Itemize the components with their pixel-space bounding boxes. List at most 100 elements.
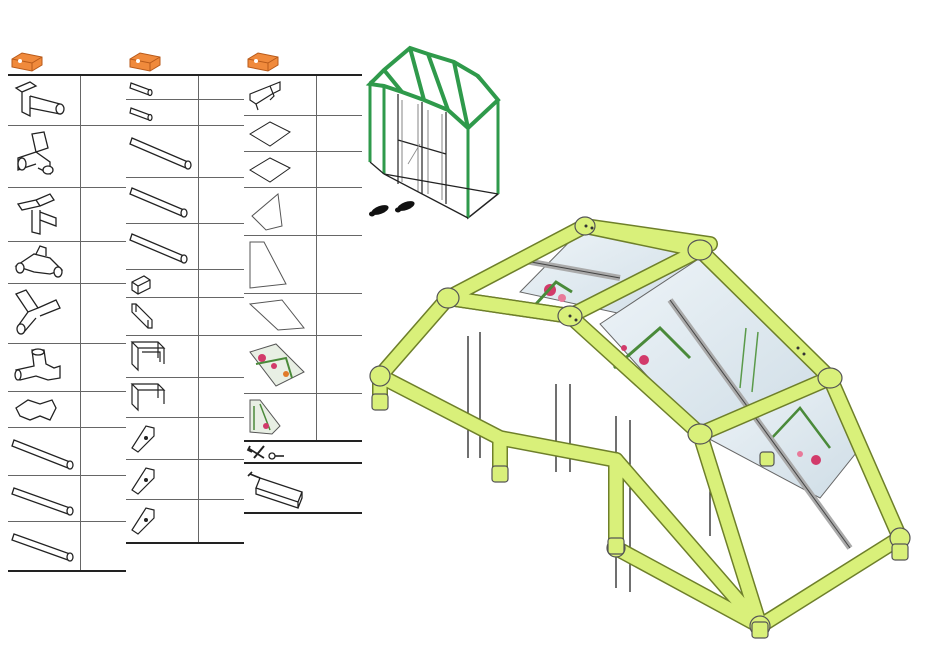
part-row [244,152,362,188]
part-qty [316,336,317,393]
angle-connector-icon [10,286,70,340]
part-qty [198,460,199,499]
part-qty [316,116,317,151]
part-qty [80,344,81,391]
part-row [126,500,244,542]
part-row [8,76,126,126]
long-tube-icon [10,478,78,520]
part-qty [80,428,81,475]
part-qty [316,394,317,440]
part-row [244,116,362,152]
package-icon [244,48,282,74]
corner-connector-icon [10,128,70,184]
part-row [8,476,126,522]
base-plate-icon [10,394,70,426]
part-qty [80,392,81,427]
package-icon [8,48,46,74]
short-tube-icon [128,102,158,124]
part-qty [198,378,199,417]
rail-profile-icon [128,300,158,334]
printed-panel-icon [246,396,286,438]
greenhouse-overview-illustration [362,44,504,222]
package-icon [126,48,164,74]
printed-panel-icon [246,338,310,392]
square-panel-icon [246,154,296,186]
part-qty [198,298,199,335]
part-row [126,100,244,126]
medium-tube-icon [128,180,196,222]
long-tube-icon [10,524,78,566]
square-panel-icon [246,118,296,150]
part-row [126,126,244,178]
part-row [126,76,244,100]
tee-connector-icon [10,78,70,122]
frame-profile-icon [128,380,168,416]
trapezoid-panel-icon [246,238,296,292]
part-row [8,428,126,476]
screwdriver-box-icon [246,468,310,510]
part-row [8,392,126,428]
part-qty [80,476,81,521]
clip-icon [128,420,158,456]
part-qty [198,500,199,542]
part-qty [316,294,317,335]
gutter-corner-icon [246,78,286,114]
short-tube-icon [128,78,158,98]
part-qty [80,284,81,343]
part-row [126,224,244,270]
part-row [244,294,362,336]
part-row [126,336,244,378]
parts-column-3 [244,48,362,516]
clip-icon [128,502,158,538]
part-qty [80,242,81,283]
frame-profile-icon [128,338,168,376]
part-qty [198,126,199,177]
part-row [126,298,244,336]
part-qty [198,270,199,297]
part-row [8,284,126,344]
part-qty [80,76,81,125]
part-row [244,188,362,236]
part-qty [316,152,317,187]
part-qty [198,418,199,459]
part-row [244,76,362,116]
part-row [126,378,244,418]
tools-icon [246,444,286,462]
part-qty [316,76,317,115]
part-qty [80,522,81,570]
part-row [244,336,362,394]
part-row [126,178,244,224]
triangle-panel-icon [246,190,296,234]
part-row [244,394,362,440]
part-qty [80,126,81,187]
part-row [126,270,244,298]
cross-connector-icon [10,190,70,238]
part-row [8,188,126,242]
medium-tube-icon [128,226,196,268]
elbow-connector-icon [10,346,70,390]
part-row [8,522,126,570]
part-qty [316,188,317,235]
part-row [8,126,126,188]
slanted-panel-icon [246,296,310,334]
medium-tube-icon [128,128,196,174]
part-qty [198,178,199,223]
tools-row [244,442,362,464]
end-cap-icon [128,272,158,296]
long-tube-icon [10,430,78,472]
parts-column-2 [126,48,244,544]
tools-row [244,466,362,514]
part-row [8,242,126,284]
part-qty [198,100,199,125]
part-qty [316,236,317,293]
greenhouse-frame-illustration [360,208,930,648]
part-qty [80,188,81,241]
part-qty [198,224,199,269]
clip-icon [128,462,158,498]
part-row [8,344,126,392]
part-qty [198,76,199,99]
parts-column-1 [8,48,126,574]
part-row [126,418,244,460]
part-row [126,460,244,500]
ridge-connector-icon [10,244,70,282]
